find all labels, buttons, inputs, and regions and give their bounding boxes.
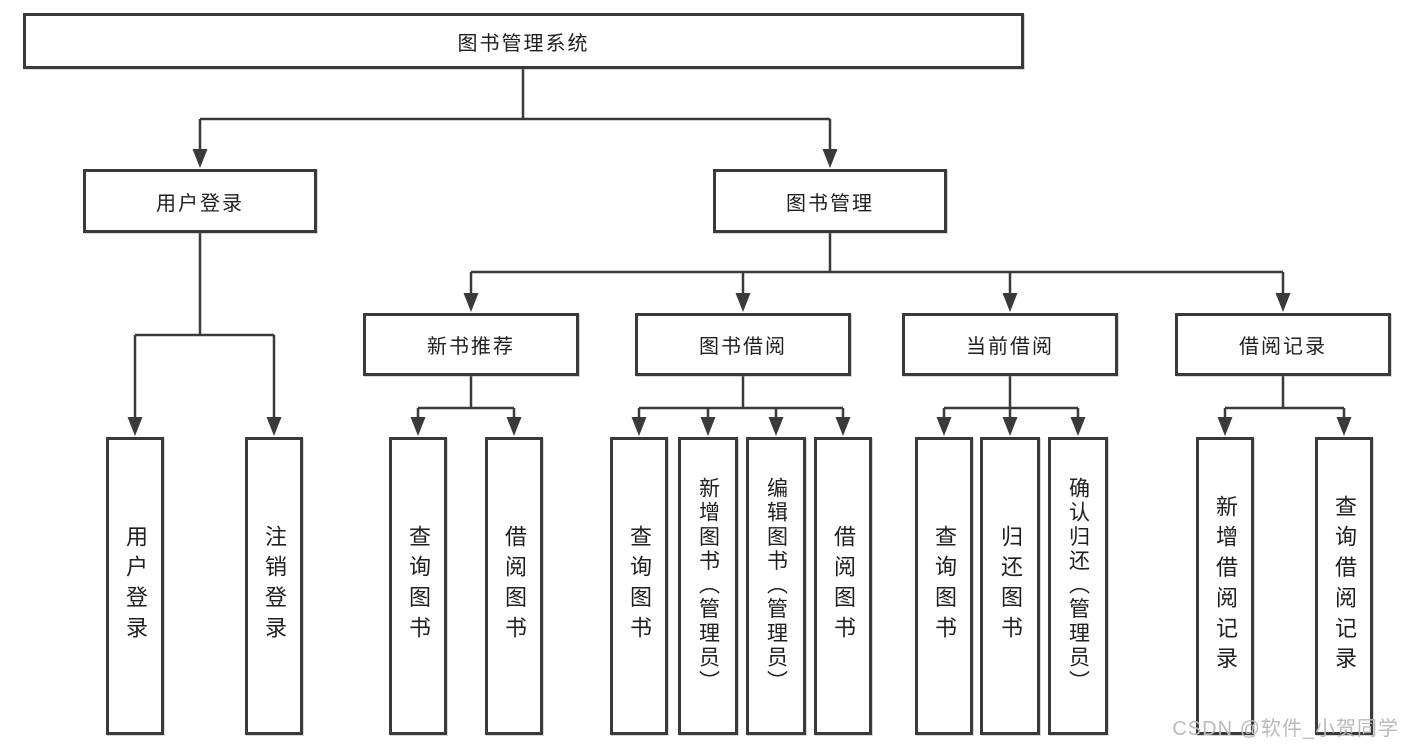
node-label: 借阅图书 <box>831 525 856 647</box>
arrowhead-icon <box>1070 417 1086 436</box>
arrowhead-icon <box>936 417 952 436</box>
arrowhead-icon <box>822 149 838 168</box>
arrowhead-icon <box>1217 417 1233 436</box>
node-label: 新书推荐 <box>427 336 515 358</box>
arrowhead-icon <box>192 149 208 168</box>
watermark: CSDN @软件_小贺同学 <box>1172 718 1399 740</box>
node-label: 新增借阅记录 <box>1213 494 1238 678</box>
node-label: 查询图书 <box>406 525 431 647</box>
node-book-management: 图书管理 <box>713 169 947 233</box>
arrowhead-icon <box>1002 417 1018 436</box>
node-label: 图书管理 <box>786 192 874 215</box>
leaf-edit-books-admin: 编辑图书（管理员） <box>746 437 806 735</box>
arrowhead-icon <box>127 417 143 436</box>
node-label: 借阅记录 <box>1239 336 1327 358</box>
node-label: 借阅图书 <box>502 525 527 647</box>
leaf-query-books-2: 查询图书 <box>610 437 668 735</box>
node-new-book-recommendation: 新书推荐 <box>363 313 579 376</box>
node-label: 查询图书 <box>627 525 652 647</box>
node-label: 编辑图书（管理员） <box>764 477 788 695</box>
node-label: 查询图书 <box>932 525 957 647</box>
arrowhead-icon <box>700 417 716 436</box>
arrowhead-icon <box>463 293 479 312</box>
leaf-user-login: 用户登录 <box>106 437 164 735</box>
node-label: 新增图书（管理员） <box>696 477 720 695</box>
leaf-borrow-books-2: 借阅图书 <box>814 437 872 735</box>
arrowhead-icon <box>1002 293 1018 312</box>
arrowhead-icon <box>266 417 282 436</box>
node-user-login: 用户登录 <box>83 169 317 233</box>
arrowhead-icon <box>768 417 784 436</box>
leaf-confirm-return-admin: 确认归还（管理员） <box>1048 437 1108 735</box>
node-label: 查询借阅记录 <box>1332 494 1357 678</box>
leaf-query-borrow-record: 查询借阅记录 <box>1315 437 1373 735</box>
node-label: 注销登录 <box>262 525 287 647</box>
arrowhead-icon <box>506 417 522 436</box>
arrowhead-icon <box>1275 293 1291 312</box>
node-label: 图书借阅 <box>699 336 787 358</box>
node-label: 图书管理系统 <box>457 32 590 55</box>
node-label: 用户登录 <box>156 192 244 215</box>
node-label: 归还图书 <box>998 525 1023 647</box>
arrowhead-icon <box>1336 417 1352 436</box>
arrowhead-icon <box>735 293 751 312</box>
leaf-add-borrow-record: 新增借阅记录 <box>1196 437 1254 735</box>
node-book-borrowing: 图书借阅 <box>635 313 851 376</box>
arrowhead-icon <box>631 417 647 436</box>
leaf-add-books-admin: 新增图书（管理员） <box>678 437 738 735</box>
node-label: 当前借阅 <box>966 336 1054 358</box>
node-library-management-system: 图书管理系统 <box>23 13 1024 69</box>
node-label: 用户登录 <box>123 525 148 647</box>
node-borrowing-records: 借阅记录 <box>1175 313 1391 376</box>
leaf-return-books: 归还图书 <box>980 437 1040 735</box>
arrowhead-icon <box>835 417 851 436</box>
leaf-borrow-books: 借阅图书 <box>485 437 543 735</box>
leaf-query-books: 查询图书 <box>389 437 447 735</box>
leaf-query-books-3: 查询图书 <box>915 437 973 735</box>
arrowhead-icon <box>410 417 426 436</box>
leaf-logout: 注销登录 <box>245 437 303 735</box>
node-label: 确认归还（管理员） <box>1066 477 1090 695</box>
node-current-borrowing: 当前借阅 <box>902 313 1118 376</box>
